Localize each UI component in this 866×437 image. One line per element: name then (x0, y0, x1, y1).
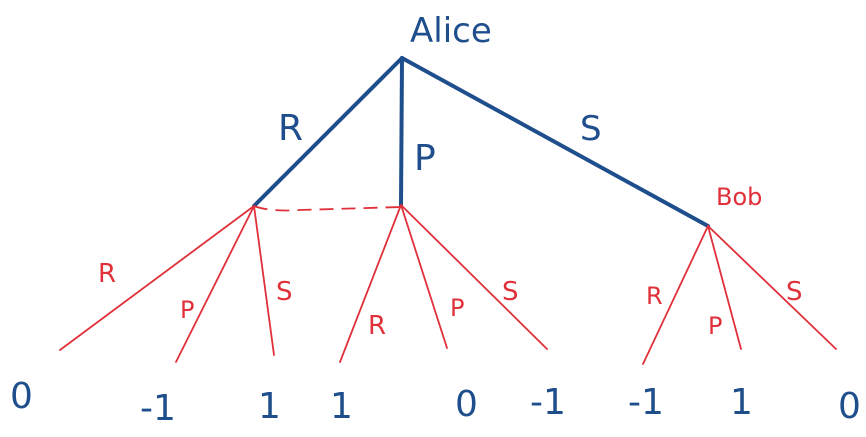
bob-left-move-label-s: S (276, 277, 293, 307)
payoff-7: -1 (628, 382, 664, 423)
player-label-alice: Alice (410, 11, 492, 51)
information-set-dashed-line (253, 205, 402, 212)
bob-left-branch-r (59, 205, 255, 351)
bob-middle-move-label-s: S (502, 277, 519, 307)
alice-move-label-p: P (414, 138, 436, 179)
payoff-8: 1 (730, 382, 753, 423)
bob-left-move-label-p: P (180, 296, 194, 324)
alice-branches (252, 56, 710, 228)
bob-middle-move-label-r: R (368, 311, 386, 341)
bob-left-branch-s (253, 205, 275, 356)
payoff-1: 0 (10, 376, 33, 417)
bob-right-branch-p (707, 225, 742, 350)
payoff-9: 0 (838, 386, 861, 427)
payoff-4: 1 (330, 386, 353, 427)
alice-branch-r (252, 56, 404, 208)
bob-middle-branch-s (400, 204, 548, 350)
bob-right-move-label-p: P (708, 312, 722, 340)
alice-move-label-s: S (580, 109, 602, 149)
bob-left-branch-p (175, 205, 255, 363)
alice-branch-s (400, 56, 710, 228)
payoff-row: 0 -1 1 1 0 -1 -1 1 0 (10, 376, 861, 429)
alice-move-label-r: R (278, 108, 303, 149)
player-label-bob: Bob (716, 183, 762, 211)
payoff-5: 0 (455, 384, 478, 425)
bob-right-branch-r (642, 225, 709, 365)
bob-middle-branch-r (339, 204, 402, 363)
payoff-6: -1 (530, 382, 566, 423)
payoff-2: -1 (140, 388, 176, 429)
bob-left-move-label-r: R (98, 259, 116, 289)
payoff-3: 1 (258, 386, 281, 427)
bob-right-move-label-s: S (786, 277, 803, 307)
bob-middle-branch-p (400, 204, 448, 349)
bob-branches (59, 204, 837, 365)
bob-right-branch-s (707, 225, 837, 350)
alice-branch-p (399, 56, 404, 207)
bob-right-move-label-r: R (646, 282, 663, 310)
bob-middle-move-label-p: P (450, 294, 464, 322)
